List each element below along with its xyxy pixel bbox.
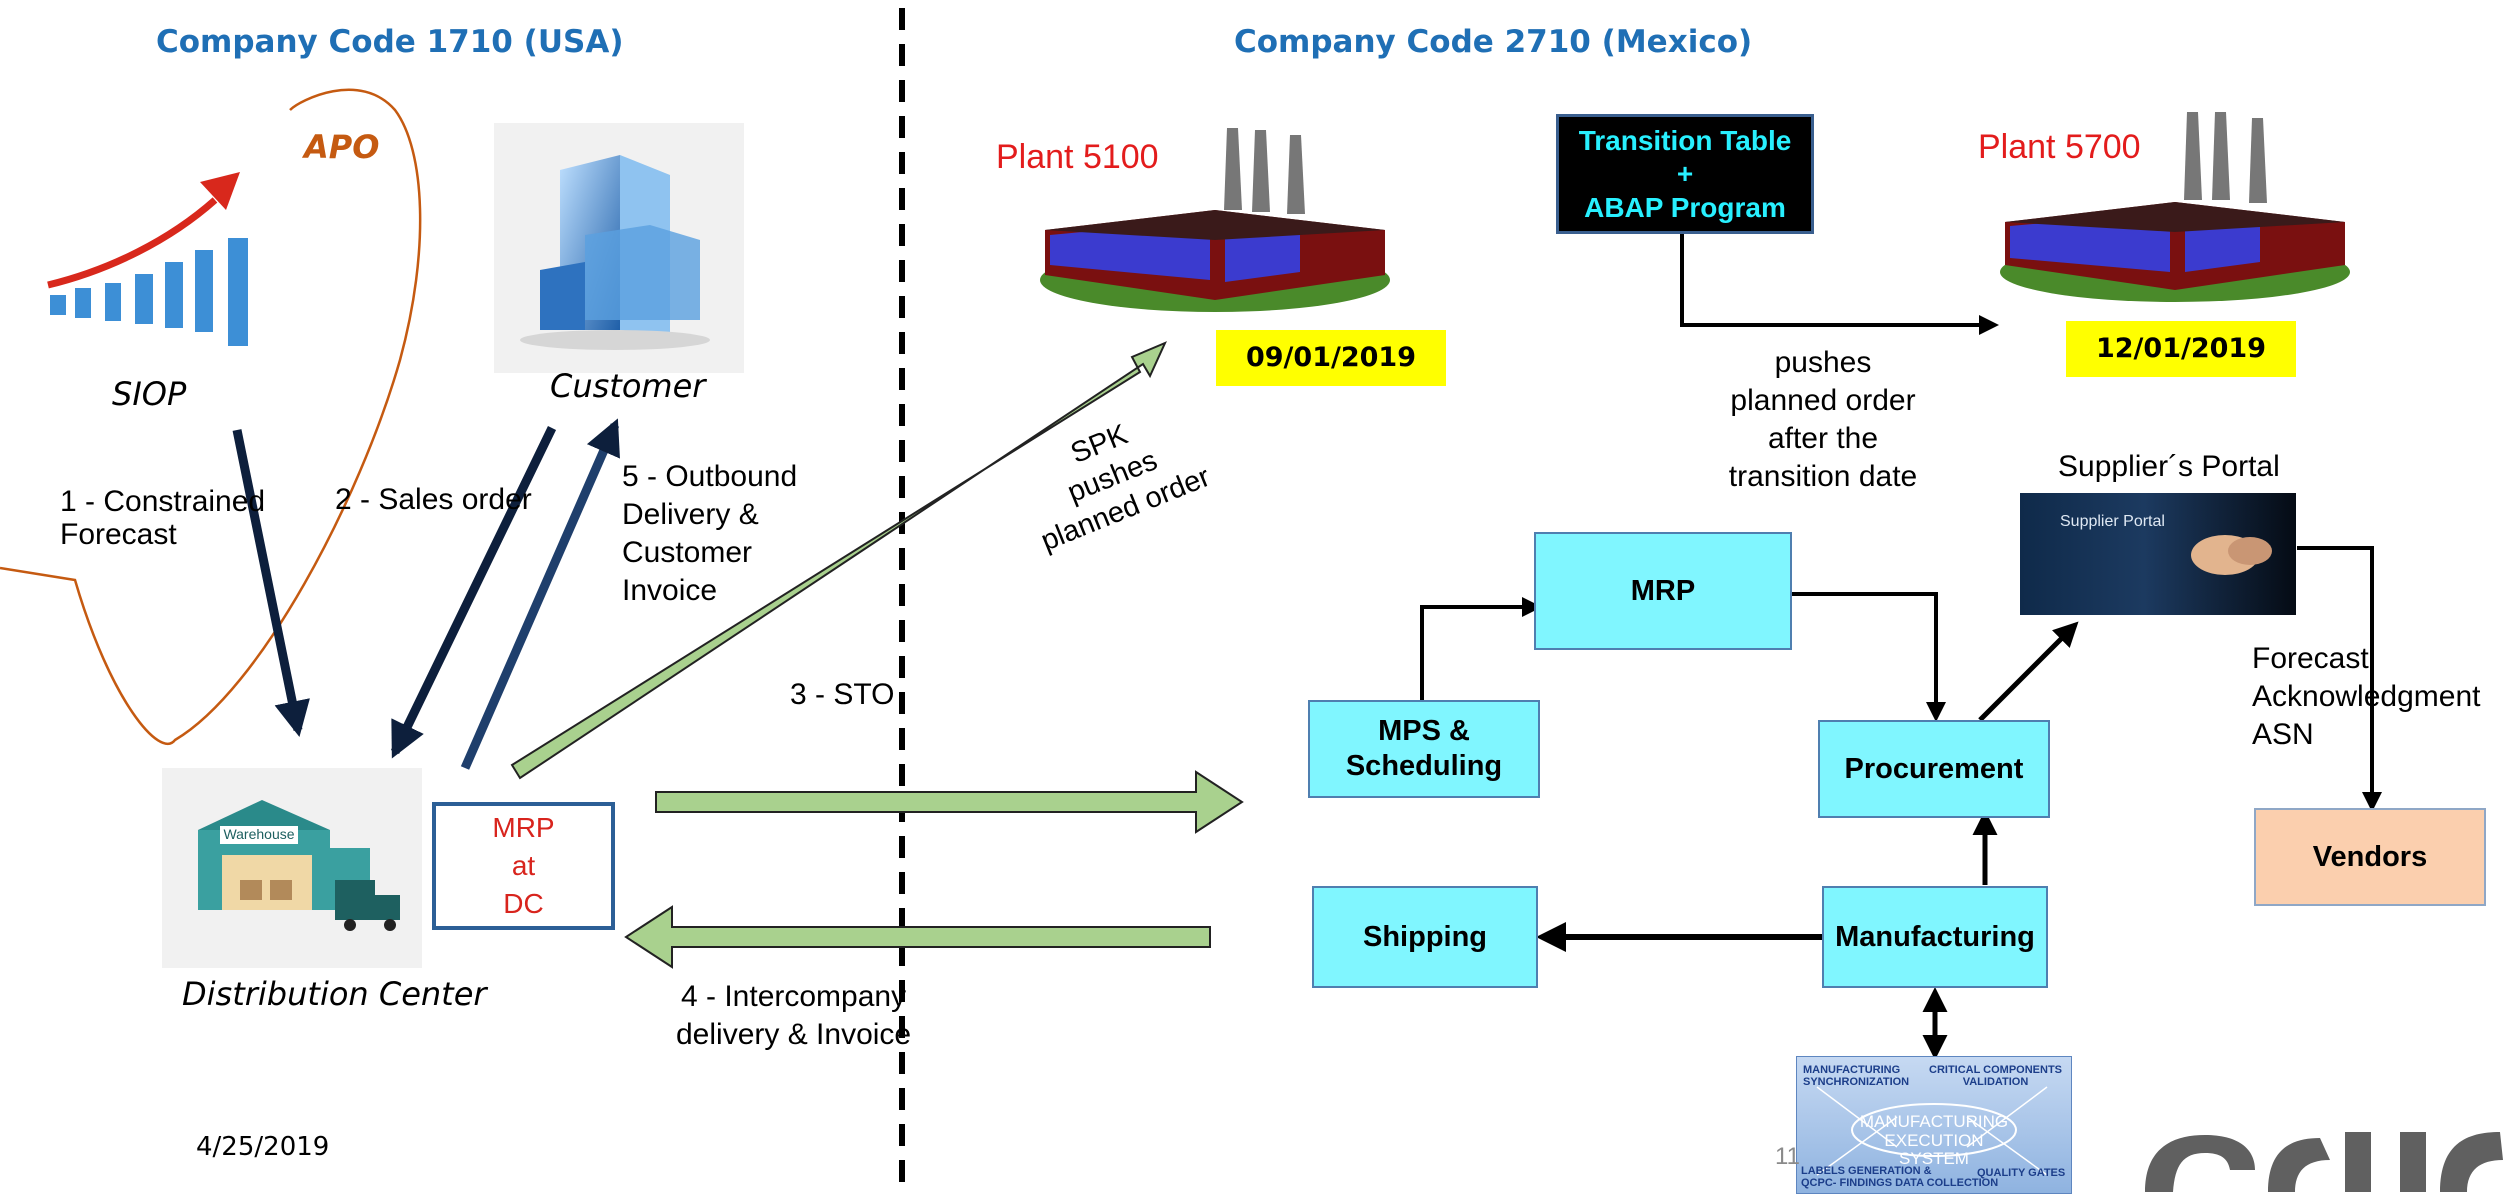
mes-top-right: CRITICAL COMPONENTS VALIDATION [1929,1064,2063,1089]
plant-5100-factory-icon [1040,128,1390,312]
pushes-after-transition-text: pushes planned order after the transitio… [1728,346,1918,494]
vendors-box[interactable]: Vendors [2254,808,2486,906]
siop-chart-icon [47,172,248,346]
distribution-center-label: Distribution Center [182,975,487,1013]
transition-line2: + [1676,158,1694,190]
warehouse-sign: Warehouse [223,826,295,842]
suppliers-portal-image[interactable]: Supplier Portal [2020,493,2296,615]
arrow-forecast [232,429,310,738]
label-constrained-forecast: 1 - Constrained Forecast [60,485,266,551]
transition-line3: ABAP Program [1584,191,1786,223]
warehouse-icon [162,768,422,968]
mes-bottom-left: LABELS GENERATION & QCPC- FINDINGS DATA … [1801,1165,1999,1190]
label-sto: 3 - STO [790,678,895,711]
mps-scheduling-box[interactable]: MPS & Scheduling [1308,700,1540,798]
arrow-portal-vendors [2297,546,2382,812]
mrp-box[interactable]: MRP [1534,532,1792,650]
plant-5700-date: 12/01/2019 [2066,321,2296,377]
procurement-box[interactable]: Procurement [1818,720,2050,818]
mrp-at-dc-line3: DC [503,887,544,919]
plant-5700-factory-icon [2000,112,2350,302]
mrp-at-dc-line2: at [511,850,536,882]
arrow-transition [1680,232,1999,335]
customer-label: Customer [550,367,706,405]
company-title-mexico: Company Code 2710 (Mexico) [1234,24,1753,60]
label-outbound: 5 - Outbound Delivery & Customer Invoice [622,460,798,608]
mes-bottom-right: QUALITY GATES [1977,1167,2066,1179]
customer-building-icon [494,123,744,373]
arrow-sto-green [655,770,1244,834]
mrp-at-dc-line1: MRP [492,812,555,844]
label-sales-order: 2 - Sales order [335,483,532,516]
arrow-mps-mrp [1420,597,1542,700]
siop-label: SIOP [112,375,187,413]
transition-line1: Transition Table [1578,125,1792,157]
slide-date: 4/25/2019 [196,1132,330,1162]
page-number: 11 [1775,1143,1800,1170]
plant-5100-label: Plant 5100 [996,138,1159,176]
arrow-spk-green [510,341,1167,780]
arrow-procurement-portal [1978,621,2079,722]
apo-label: APO [304,128,380,166]
transition-table-box: Transition Table + ABAP Program [1556,114,1814,234]
partial-logo [2145,1132,2503,1192]
manufacturing-box[interactable]: Manufacturing [1822,886,2048,988]
plant-5100-date: 09/01/2019 [1216,330,1446,386]
arrow-outbound [460,418,620,770]
arrow-mrp-procurement [1790,592,1946,722]
plant-5700-label: Plant 5700 [1978,128,2141,166]
handshake-icon [2191,535,2272,575]
suppliers-portal-label: Supplier´s Portal [2058,450,2280,483]
mes-center: MANUFACTURING EXECUTION SYSTEM [1859,1112,2009,1169]
shipping-box[interactable]: Shipping [1312,886,1538,988]
apo-loop [0,88,422,746]
portal-image-text: Supplier Portal [2060,513,2165,530]
label-intercompany: 4 - Intercompany delivery & Invoice [676,980,912,1052]
arrow-sales-order [390,426,557,759]
mrp-at-dc-box: MRP at DC [432,802,615,930]
mes-oval-icon [1816,1086,2048,1176]
mes-top-left: MANUFACTURING SYNCHRONIZATION [1803,1064,1910,1089]
company-title-usa: Company Code 1710 (USA) [156,24,624,60]
arrow-intercompany-green [624,905,1211,969]
mes-image: MANUFACTURING SYNCHRONIZATION CRITICAL C… [1796,1056,2072,1194]
forecast-acknowledgment-text: Forecast Acknowledgment ASN [2252,642,2481,752]
